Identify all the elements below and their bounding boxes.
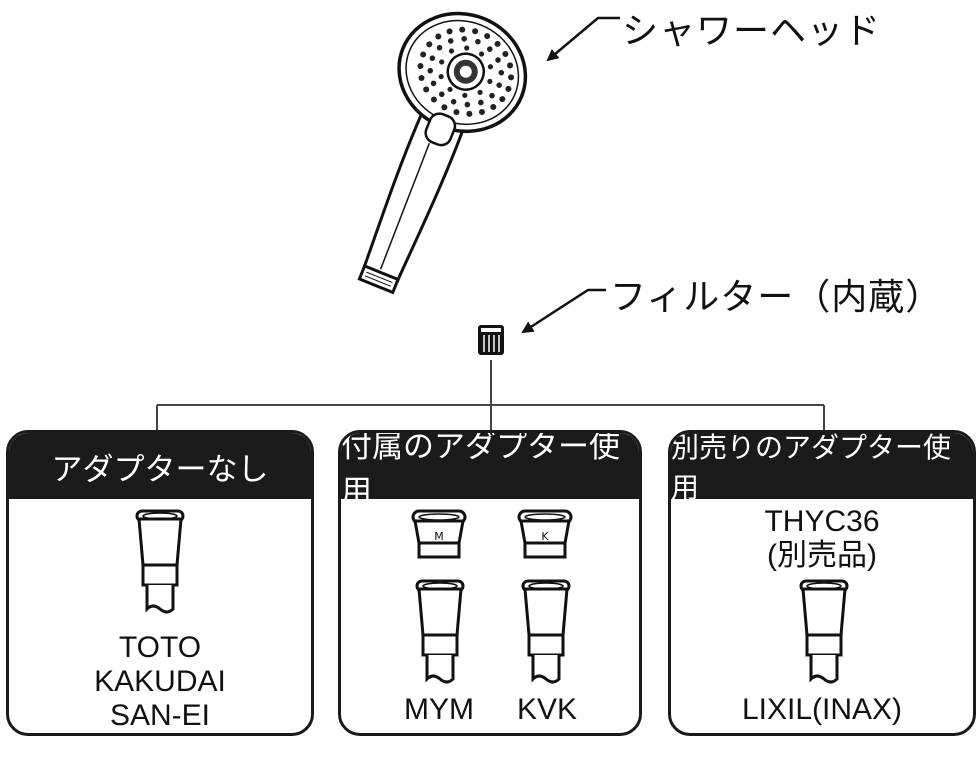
filter-arrow-icon [521,288,606,334]
brand-name: SAN-EI [109,699,211,732]
shower-head-label: シャワーヘッド [622,11,882,52]
panel-no-adapter: アダプターなし TOTO KAKUDAI SAN-EI [6,430,314,736]
adapter-m-icon: M [411,509,467,559]
brand-name: MYM [404,693,474,726]
filter-icon [478,325,504,355]
shower-head-arrow-icon [546,16,620,62]
adapter-model: THYC36 (別売品) [671,505,973,573]
hose-fitting-icon [415,579,465,684]
connector-lines [156,360,825,432]
hose-fitting-icon [521,579,571,684]
panel-title: 付属のアダプター使用 [341,433,639,510]
hose-fitting-icon [135,509,185,614]
adapter-mark: M [434,530,444,543]
brand-name: KVK [516,693,578,726]
brand-name: KAKUDAI [94,665,226,698]
brand-name: TOTO [118,631,202,664]
adapter-mark: K [541,530,549,543]
panel-sold-separately-adapter: 別売りのアダプター使用 THYC36 (別売品) LIXIL(INAX) [668,430,976,736]
brand-list: TOTO KAKUDAI SAN-EI [9,631,311,733]
model-number: THYC36 [764,505,880,538]
shower-head-icon [357,11,528,295]
panel-included-adapter: 付属のアダプター使用 M K MYM KVK [338,430,642,736]
hose-fitting-icon [799,579,849,684]
panel-title: アダプターなし [9,433,311,499]
panel-title: 別売りのアダプター使用 [671,433,973,504]
filter-label: フィルター（内蔵） [610,277,943,318]
brand-name: LIXIL(INAX) [741,693,903,726]
adapter-k-icon: K [517,509,573,559]
model-note: (別売品) [767,539,877,572]
